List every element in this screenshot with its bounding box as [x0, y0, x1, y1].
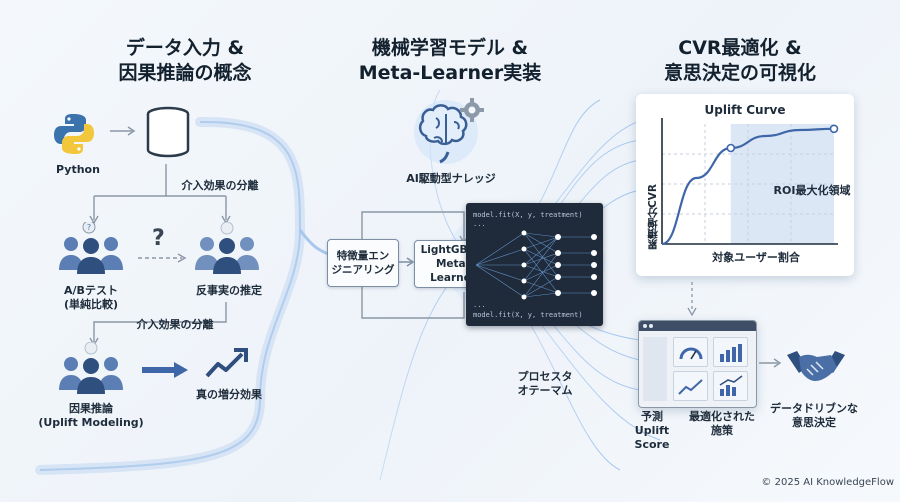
causal-line1: 因果推論 — [69, 402, 113, 415]
code-panel: model.fit(X, y, treatment) ... ... model… — [466, 203, 603, 326]
ai-brain-icon — [414, 98, 484, 164]
code-top-line1: model.fit(X, y, treatment) — [473, 211, 583, 219]
trend-bars-icon — [719, 375, 743, 396]
ai-knowledge-label: AI駆動型ナレッジ — [406, 172, 496, 185]
process-line1: プロセスタ — [517, 370, 573, 383]
right-column-title: CVR最適化 & 意思決定の可視化 — [640, 36, 840, 86]
uplift-curve-line — [661, 127, 835, 246]
right-title-line1: CVR最適化 & — [678, 37, 802, 59]
process-line2: オテーマム — [517, 384, 573, 397]
trend-tile — [713, 371, 748, 401]
policy-line2: 施策 — [711, 424, 733, 437]
curve-marker — [726, 143, 736, 153]
database-icon — [146, 106, 190, 158]
line-chart-icon — [678, 379, 703, 395]
counterfactual-people-icon — [195, 222, 259, 274]
mid-title-line1: 機械学習モデル & — [371, 37, 529, 59]
dashboard-sidebar — [643, 337, 667, 401]
true-uplift-label: 真の増分効果 — [196, 388, 262, 401]
model-line2: Meta-Learner — [430, 258, 476, 284]
dashed-down-arrow-icon — [687, 282, 697, 317]
python-logo-icon — [54, 114, 94, 154]
dashboard-panel — [638, 320, 757, 408]
split-label-1: 介入効果の分離 — [181, 179, 259, 192]
ab-test-people-icon: ? — [59, 222, 123, 274]
chart-x-axis-label: 対象ユーザー割合 — [712, 251, 800, 264]
roi-label: ROI最大化領域 — [773, 184, 851, 197]
neural-network-graph — [475, 230, 597, 300]
counterfactual-label: 反事実の推定 — [196, 284, 262, 297]
uplift-chart-panel: Uplift Curve 累積増分CVR 対象ユーザー割合 ROI最大化領域 — [636, 94, 854, 276]
mid-title-line2: Meta-Learner実装 — [358, 62, 542, 84]
data-driven-decision-label: データドリブンな 意思決定 — [764, 402, 864, 430]
policy-line1: 最適化された — [689, 410, 755, 423]
code-bottom-line1: ... — [473, 301, 486, 309]
score-line1: 予測Uplift — [634, 410, 670, 437]
ab-test-line2: (単純比較) — [63, 298, 119, 311]
uplift-score-label: 予測Uplift Score — [624, 410, 680, 452]
split-label-2: 介入効果の分離 — [136, 318, 214, 331]
python-label: Python — [56, 163, 100, 176]
arrow-dashboard-to-decision-icon — [759, 358, 782, 368]
handshake-icon — [787, 351, 845, 381]
bar-chart-icon — [720, 344, 742, 362]
process-label: プロセスタ オテーマム — [510, 370, 580, 398]
causal-inference-label: 因果推論 (Uplift Modeling) — [34, 402, 148, 430]
feature-engineering-box: 特徴量エン ジニアリング — [327, 239, 399, 287]
right-title-line2: 意思決定の可視化 — [663, 62, 816, 84]
optimized-policy-label: 最適化された 施策 — [684, 410, 760, 438]
window-dot-icon — [649, 324, 653, 328]
feature-eng-line2: ジニアリング — [331, 264, 395, 276]
dashboard-titlebar — [639, 321, 756, 331]
uplift-curve-chart — [661, 118, 839, 246]
chart-title: Uplift Curve — [704, 103, 786, 117]
decision-line1: データドリブンな — [770, 402, 858, 415]
causal-inference-people-icon — [59, 342, 123, 394]
gauge-tile — [673, 337, 708, 367]
left-column-title: データ入力 & 因果推論の概念 — [90, 36, 280, 86]
ab-test-line1: A/Bテスト — [64, 284, 118, 297]
chart-y-axis-label: 累積増分CVR — [647, 184, 659, 250]
blue-arrow-icon — [142, 362, 188, 378]
gauge-icon — [679, 347, 703, 360]
arrow-python-to-db-icon — [110, 126, 136, 136]
trend-up-icon — [205, 348, 248, 378]
causal-line2: (Uplift Modeling) — [38, 416, 144, 429]
left-title-line2: 因果推論の概念 — [118, 62, 252, 84]
left-title-line1: データ入力 & — [125, 37, 245, 59]
score-line2: Score — [634, 438, 670, 451]
ab-test-label: A/Bテスト (単純比較) — [46, 284, 136, 312]
decision-line2: 意思決定 — [792, 416, 836, 429]
code-top-line2: ... — [473, 220, 486, 228]
split-connector — [89, 164, 231, 225]
bar-tile — [713, 337, 748, 367]
code-bottom-line2: model.fit(X, y, treatment) — [473, 311, 583, 319]
question-mark: ? — [152, 226, 165, 251]
curve-marker — [829, 124, 839, 134]
feature-eng-line1: 特徴量エン — [336, 250, 390, 262]
arrow-fe-to-model-icon — [398, 257, 415, 267]
line-tile — [673, 371, 708, 401]
dashed-arrow-icon — [138, 253, 187, 263]
middle-column-title: 機械学習モデル & Meta-Learner実装 — [350, 36, 550, 86]
svg-text:?: ? — [87, 223, 91, 232]
window-dot-icon — [643, 324, 647, 328]
copyright-footer: © 2025 AI KnowledgeFlow — [761, 477, 894, 488]
